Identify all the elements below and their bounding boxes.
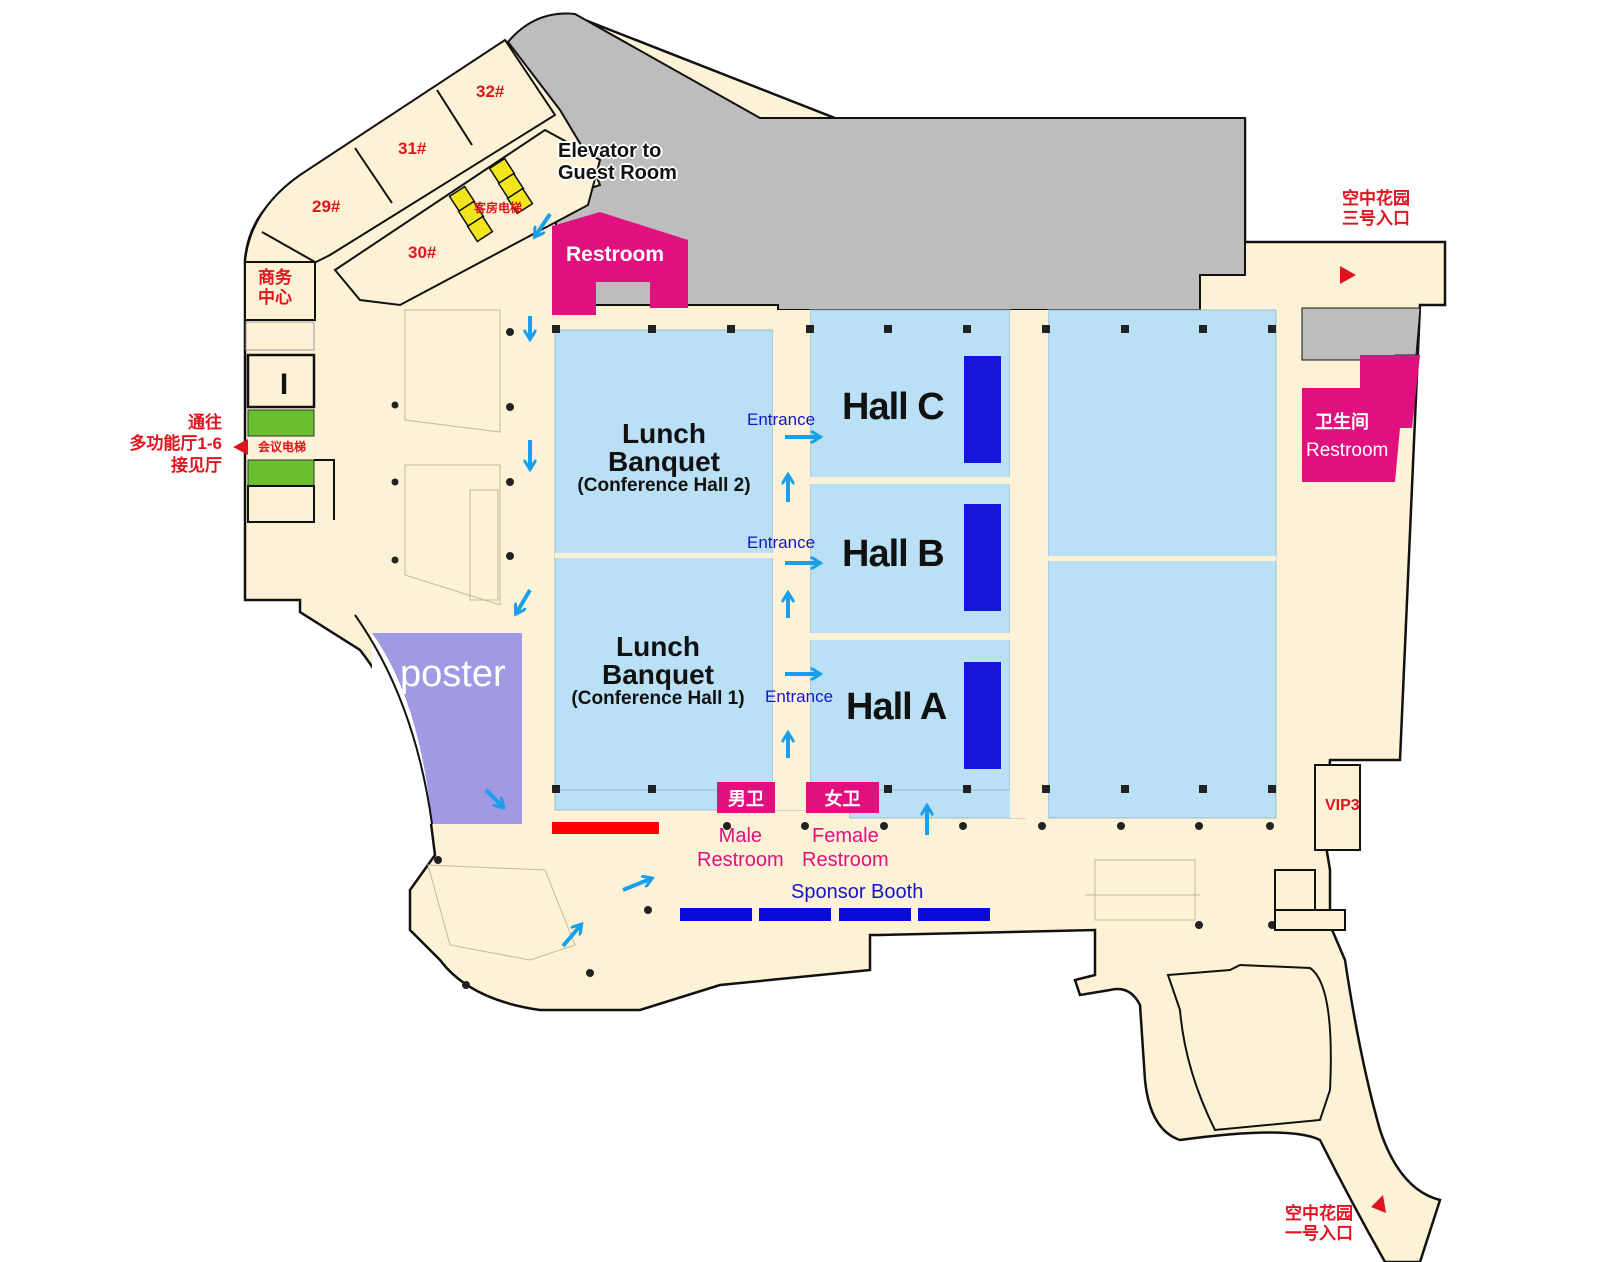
banquet1-line1: Lunch <box>616 631 700 662</box>
room-29-label: 29# <box>312 197 341 216</box>
sky-garden-3-label: 空中花园 三号入口 <box>1342 189 1410 229</box>
stages <box>964 356 1001 769</box>
wayfinding-arrows <box>484 212 927 948</box>
poster-board <box>354 614 522 825</box>
service-area-gray <box>506 12 1421 361</box>
conference-elevator-label: 会议电梯 <box>258 440 307 454</box>
guest-elevator-cn-label: 客房电梯 <box>474 201 523 215</box>
elevator-to-guest-room-label: Elevator to Guest Room <box>558 140 677 184</box>
restroom-right-en-label: Restroom <box>1306 440 1389 461</box>
banquet1-line3: (Conference Hall 1) <box>571 688 745 709</box>
escalators <box>404 309 1200 961</box>
sky-garden-1-label: 空中花园 一号入口 <box>1285 1204 1353 1244</box>
restroom-top-label: Restroom <box>566 243 665 266</box>
female-restroom-label: Female Restroom <box>802 825 889 871</box>
banquet-hall-2-label: Lunch Banquet (Conference Hall 2) <box>564 418 764 496</box>
restroom-right-shape <box>1302 355 1420 482</box>
conference-elevator-core: I <box>245 321 335 523</box>
inner-courtyard <box>1166 963 1332 1132</box>
entrance-hall-a-label: Entrance <box>765 687 834 706</box>
hall-c-label: Hall C <box>842 386 945 428</box>
conference-direction-label: 通往 多功能厅1-6 接见厅 <box>129 413 222 475</box>
banquet2-line1: Lunch <box>622 418 706 449</box>
male-restroom-badge: 男卫 <box>717 782 775 813</box>
male-restroom-label: Male Restroom <box>697 825 784 871</box>
entrance-hall-c-label: Entrance <box>747 410 816 429</box>
entrance-hall-b-label: Entrance <box>747 533 816 552</box>
restroom-top-shape <box>552 212 688 315</box>
female-restroom-badge: 女卫 <box>806 782 879 813</box>
vip-room <box>1274 764 1361 931</box>
sponsor-booth-label: Sponsor Booth <box>791 881 924 903</box>
banquet-hall-1-label: Lunch Banquet (Conference Hall 1) <box>558 631 758 709</box>
business-center-label: 商务 中心 <box>258 268 292 308</box>
svg-text:I: I <box>280 368 288 401</box>
restroom-right-cn-label: 卫生间 <box>1315 412 1369 432</box>
sponsor-booth-tables <box>680 908 990 921</box>
room-31-label: 31# <box>398 139 427 158</box>
guest-elevators <box>448 157 534 243</box>
room-30-label: 30# <box>408 243 437 262</box>
poster-label: poster <box>400 653 506 695</box>
hall-a-label: Hall A <box>846 686 947 728</box>
hall-b-label: Hall B <box>842 533 945 575</box>
red-bar-marker <box>552 822 659 834</box>
banquet2-line3: (Conference Hall 2) <box>577 475 751 496</box>
vip3-label: VIP3 <box>1325 797 1360 814</box>
banquet1-line2: Banquet <box>602 659 714 690</box>
hall-dividers <box>555 310 1276 818</box>
room-32-label: 32# <box>476 82 505 101</box>
banquet2-line2: Banquet <box>608 446 720 477</box>
direction-triangles <box>233 266 1386 1213</box>
